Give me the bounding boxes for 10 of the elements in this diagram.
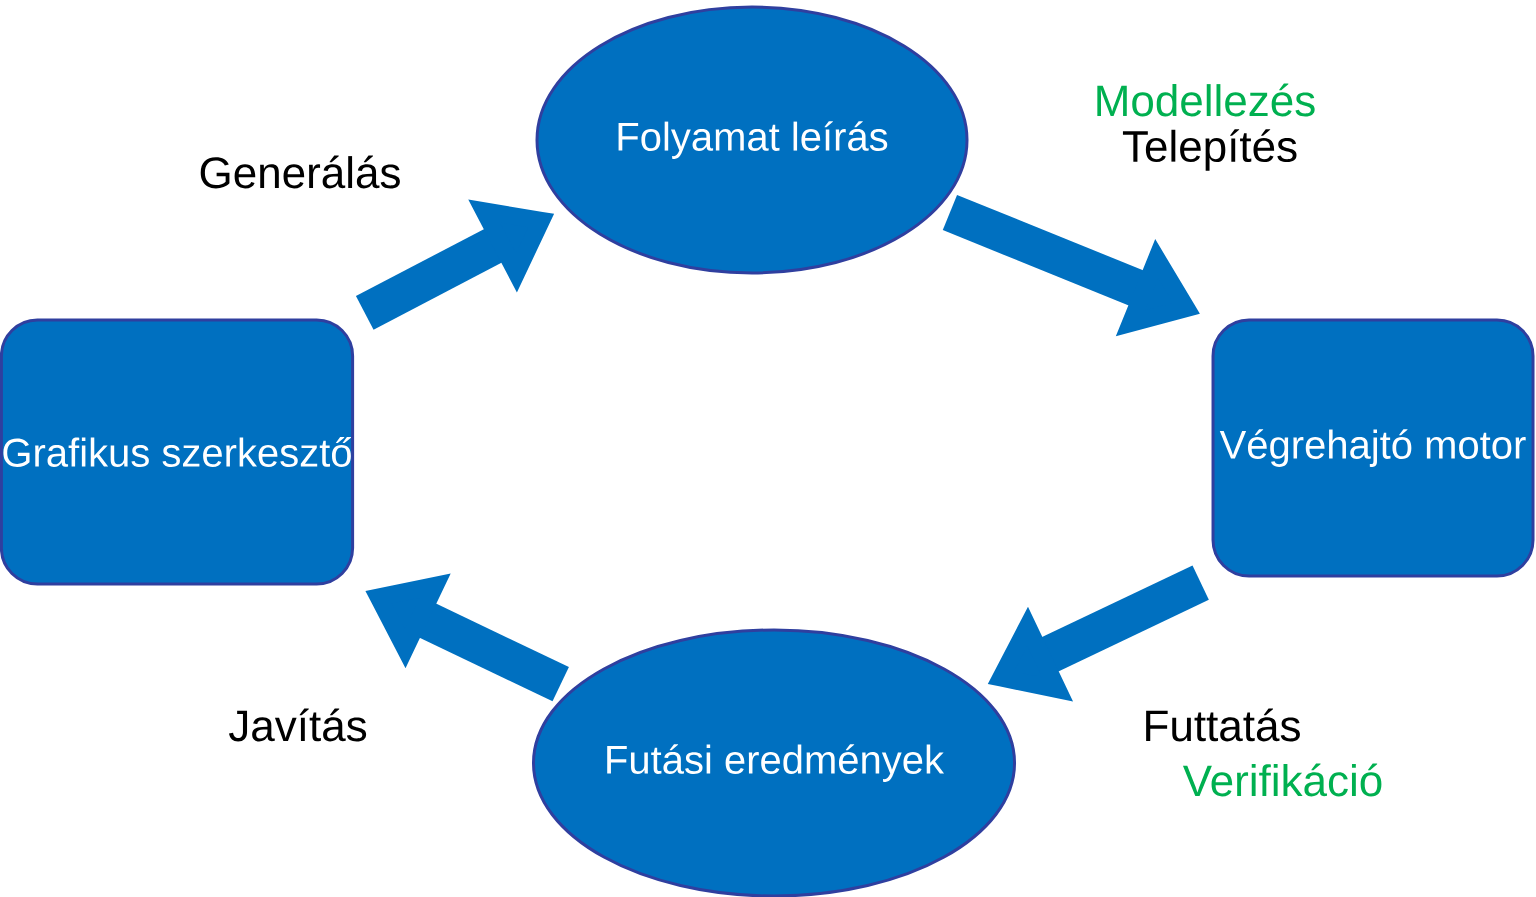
label: Verifikáció bbox=[1182, 763, 1382, 797]
edge-label: Generálás bbox=[200, 155, 400, 189]
edge-label: Javítás bbox=[229, 708, 367, 742]
edge-label: Telepítés bbox=[1122, 129, 1297, 171]
rounded-box: Grafikus szerkesztő bbox=[0, 318, 355, 586]
ellipse-node: Folyamat leírás bbox=[535, 5, 969, 275]
ellipse-node: Futási eredmények bbox=[532, 628, 1017, 897]
edge-label: Futtatás bbox=[1146, 708, 1300, 742]
rounded-box: Végrehajtó motor bbox=[1211, 318, 1535, 578]
label: Modellezés bbox=[1097, 83, 1315, 117]
